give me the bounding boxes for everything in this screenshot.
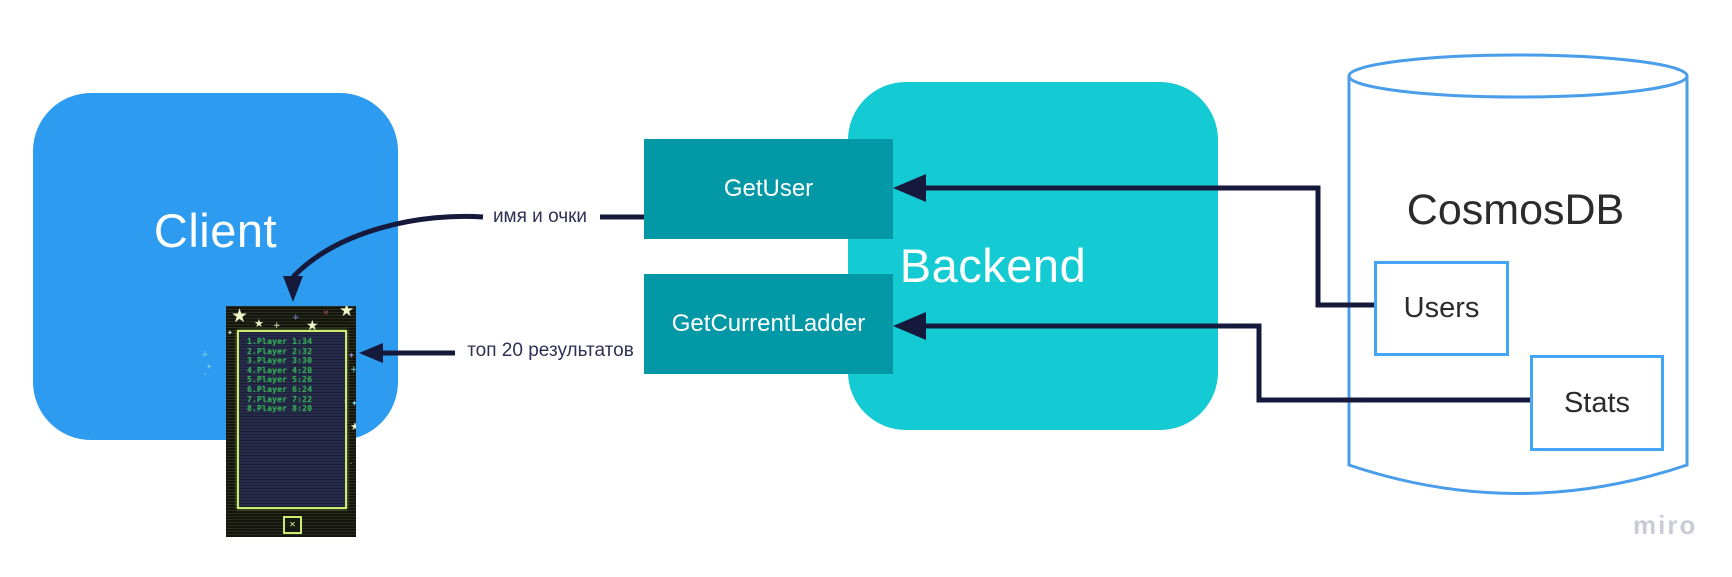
- leaderboard-row: 2.Player 2:32: [247, 346, 313, 356]
- client-label: Client: [153, 204, 278, 257]
- sparkle-icon: ✦: [227, 329, 233, 337]
- star-icon: ★: [231, 306, 249, 327]
- sparkle-icon: ✦: [348, 351, 355, 360]
- edge-label-name-and-points: имя и очки: [492, 206, 588, 227]
- db-container-stats[interactable]: Stats: [1530, 355, 1664, 451]
- leaderboard-row: 4.Player 4:28: [247, 365, 313, 375]
- leaderboard-row: 5.Player 5:26: [247, 375, 313, 385]
- sparkle-icon: +: [292, 313, 300, 323]
- leaderboard-row: 7.Player 7:22: [247, 394, 313, 404]
- leaderboard: 1.Player 1:34 2.Player 2:32 3.Player 3:3…: [247, 337, 312, 414]
- dot-icon: ·: [350, 460, 353, 468]
- leaderboard-row: 1.Player 1:34: [247, 337, 313, 346]
- close-icon: ✕: [289, 519, 296, 530]
- leaderboard-panel: 1.Player 1:34 2.Player 2:32 3.Player 3:3…: [237, 330, 347, 509]
- backend-shape[interactable]: Backend: [848, 82, 1218, 430]
- cross-icon: ✕: [323, 309, 329, 317]
- miro-watermark: miro: [1633, 510, 1698, 540]
- cosmosdb-title: CosmosDB: [1406, 186, 1625, 234]
- edge-label-top20-results: топ 20 результатов: [467, 340, 634, 361]
- leaderboard-row: 6.Player 6:24: [247, 384, 313, 394]
- star-icon: ★: [350, 420, 356, 433]
- close-button[interactable]: ✕: [283, 516, 302, 534]
- sparkle-icon: +: [350, 365, 356, 375]
- db-container-users[interactable]: Users: [1374, 261, 1509, 356]
- star-icon: ★: [254, 317, 264, 330]
- endpoint-getcurrentladder[interactable]: GetCurrentLadder: [644, 274, 893, 374]
- leaderboard-row: 3.Player 3:30: [247, 356, 313, 366]
- db-stats-label: Stats: [1563, 386, 1631, 419]
- db-users-label: Users: [1403, 292, 1480, 324]
- backend-label: Backend: [899, 238, 1087, 292]
- endpoint-getcurrentladder-label: GetCurrentLadder: [671, 310, 866, 337]
- game-screenshot[interactable]: ★ ★ + + ★ ✕ ★ ✦ ✦ + · ✦ ★ · 1.Player 1:3…: [226, 306, 356, 537]
- sparkle-icon: ✦: [351, 399, 356, 408]
- endpoint-getuser-label: GetUser: [723, 175, 814, 202]
- leaderboard-row: 8.Player 8:20: [247, 404, 313, 414]
- star-icon: ★: [339, 306, 355, 321]
- endpoint-getuser[interactable]: GetUser: [644, 139, 893, 239]
